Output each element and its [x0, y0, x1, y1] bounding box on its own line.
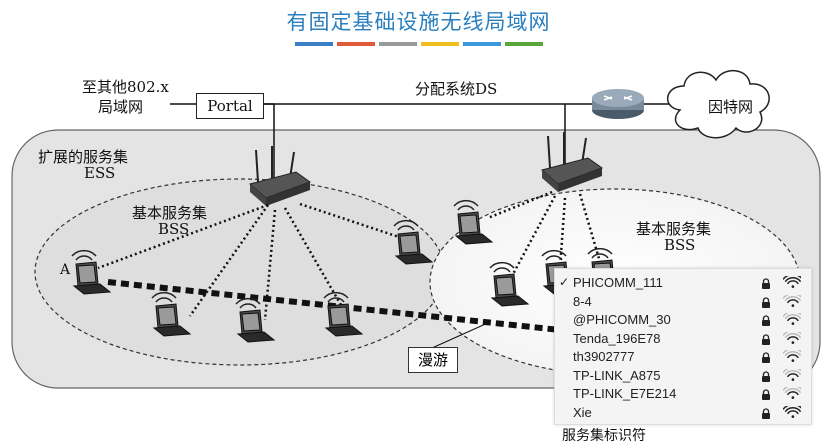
laptop-station-icon	[151, 291, 192, 337]
lock-icon	[761, 315, 771, 330]
lock-icon	[761, 278, 771, 293]
laptop-station-icon	[393, 219, 434, 265]
wifi-network-item[interactable]: Tenda_196E78	[555, 329, 811, 349]
laptop-station-icon	[235, 297, 276, 343]
ess-label-line2: ESS	[84, 164, 116, 182]
wifi-network-item[interactable]: TP-LINK_A875	[555, 366, 811, 386]
color-bar-segment	[336, 42, 375, 46]
access-point-right-icon	[540, 132, 604, 192]
wifi-network-name: 8-4	[573, 293, 592, 309]
wifi-network-item[interactable]: 8-4	[555, 292, 811, 312]
color-bar-segment	[378, 42, 417, 46]
wifi-signal-icon	[782, 384, 804, 404]
wifi-network-name: TP-LINK_A875	[573, 367, 661, 383]
color-bar-segment	[294, 42, 333, 46]
laptop-station-icon	[453, 199, 494, 245]
portal-box: Portal	[196, 93, 264, 119]
wifi-signal-icon	[782, 347, 804, 367]
bss-left-links	[97, 202, 403, 321]
wifi-signal-icon	[782, 310, 804, 330]
color-bar-segment	[420, 42, 459, 46]
wifi-network-item[interactable]: @PHICOMM_30	[555, 310, 811, 330]
bss-right-label-line1: 基本服务集	[636, 220, 712, 238]
wifi-signal-icon	[782, 292, 804, 312]
bss-right-label-line2: BSS	[664, 236, 696, 254]
wifi-network-name: th3902777	[573, 349, 635, 364]
wifi-network-name: Xie	[573, 404, 592, 420]
internet-cloud-icon	[667, 70, 770, 139]
other-lan-label-line2: 局域网	[98, 98, 144, 116]
lock-icon	[761, 407, 771, 423]
wifi-signal-icon	[782, 273, 804, 293]
lock-icon	[761, 370, 771, 386]
laptop-station-icon	[323, 291, 364, 337]
bss-right-links	[487, 190, 602, 277]
checkmark-icon: ✓	[559, 275, 570, 289]
wifi-network-name: @PHICOMM_30	[573, 312, 671, 327]
lock-icon	[761, 333, 771, 349]
lock-icon	[761, 352, 771, 367]
wifi-network-name: PHICOMM_111	[573, 275, 663, 290]
wifi-network-item[interactable]: th3902777	[555, 347, 811, 367]
wifi-network-name: Tenda_196E78	[573, 330, 661, 346]
bss-left-label-line2: BSS	[158, 220, 190, 238]
access-point-left-icon	[248, 146, 312, 206]
lock-icon	[761, 296, 771, 312]
color-bar-segment	[462, 42, 501, 46]
wifi-signal-icon	[782, 403, 804, 423]
wifi-network-item[interactable]: ✓PHICOMM_111	[555, 273, 811, 293]
lock-icon	[761, 389, 771, 404]
laptop-station-icon	[489, 261, 530, 307]
wifi-network-item[interactable]: Xie	[555, 403, 811, 423]
page-title: 有固定基础设施无线局域网	[286, 10, 551, 34]
laptop-station-icon	[71, 249, 112, 295]
roam-label-pointer	[431, 321, 491, 349]
station-a-label: A	[60, 262, 71, 278]
ssid-caption: 服务集标识符	[562, 428, 646, 444]
wifi-signal-icon	[782, 366, 804, 386]
other-lan-label-line1: 至其他802.x	[82, 78, 169, 96]
ds-label: 分配系统DS	[415, 80, 498, 98]
wifi-network-item[interactable]: TP-LINK_E7E214	[555, 384, 811, 404]
bss-left-label-line1: 基本服务集	[132, 204, 208, 222]
router-icon	[592, 89, 644, 119]
roaming-label: 漫游	[408, 347, 458, 373]
ess-label-line1: 扩展的服务集	[38, 148, 129, 166]
wifi-network-name: TP-LINK_E7E214	[573, 386, 677, 401]
internet-label: 因特网	[708, 98, 754, 116]
color-bar-segment	[504, 42, 543, 46]
wifi-signal-icon	[782, 329, 804, 349]
